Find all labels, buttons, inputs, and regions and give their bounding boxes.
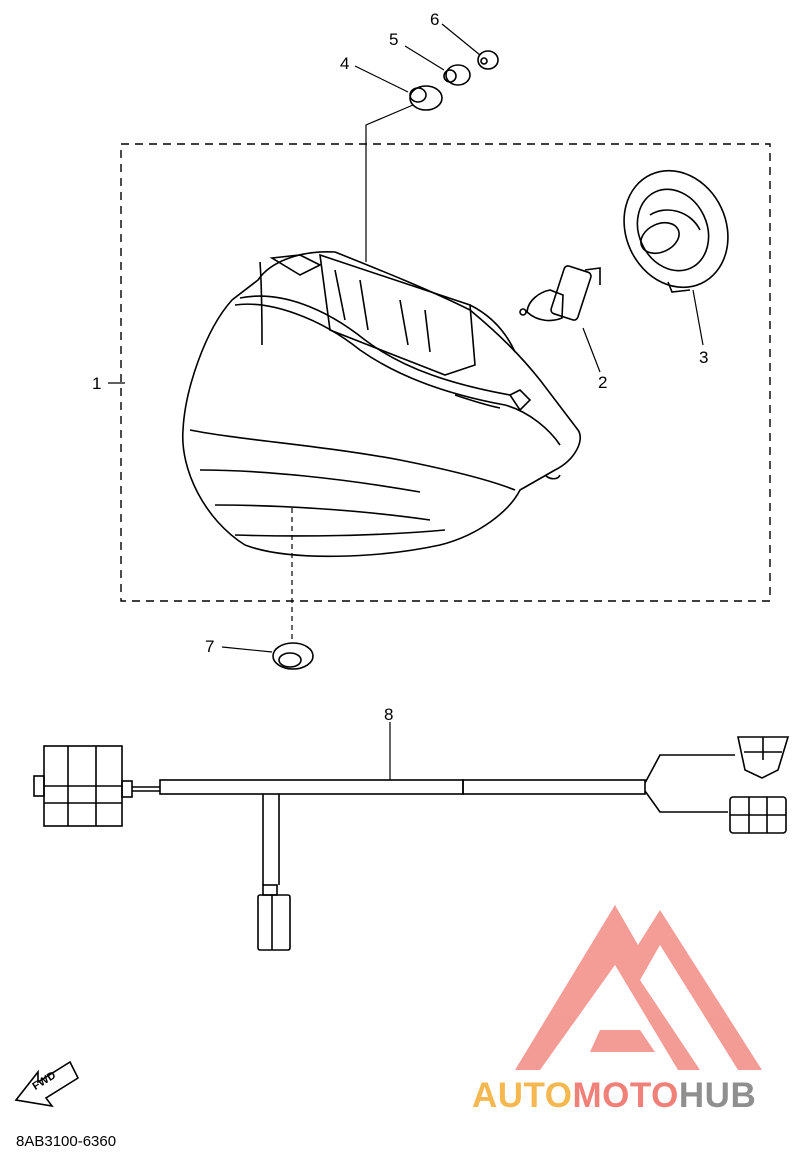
leader-lines [108,23,704,780]
watermark-auto: AUTO [472,1076,573,1115]
bulb [519,265,601,322]
wiring-harness [33,736,790,951]
watermark-moto: MOTO [572,1076,679,1115]
watermark-text: AUTOMOTOHUB [472,1076,756,1116]
headlight-housing [182,251,581,558]
diagram-code: 8AB3100-6360 [16,1133,117,1150]
callout-8: 8 [384,705,394,724]
callout-6: 6 [430,10,440,29]
callout-5: 5 [389,30,399,49]
nut-6 [477,50,499,70]
callout-1: 1 [92,374,102,393]
callout-3: 3 [699,348,709,367]
watermark-hub: HUB [678,1076,757,1115]
grommet-4 [409,85,443,111]
collar-5 [443,64,471,86]
watermark-logo [515,905,762,1070]
callout-4: 4 [340,54,350,73]
grommet-7 [272,642,314,670]
callout-7: 7 [205,637,215,656]
bulb-cover [623,169,729,293]
assembly-dashed-box [120,143,771,602]
fwd-arrow-icon [14,1060,80,1108]
callout-2: 2 [598,373,608,392]
